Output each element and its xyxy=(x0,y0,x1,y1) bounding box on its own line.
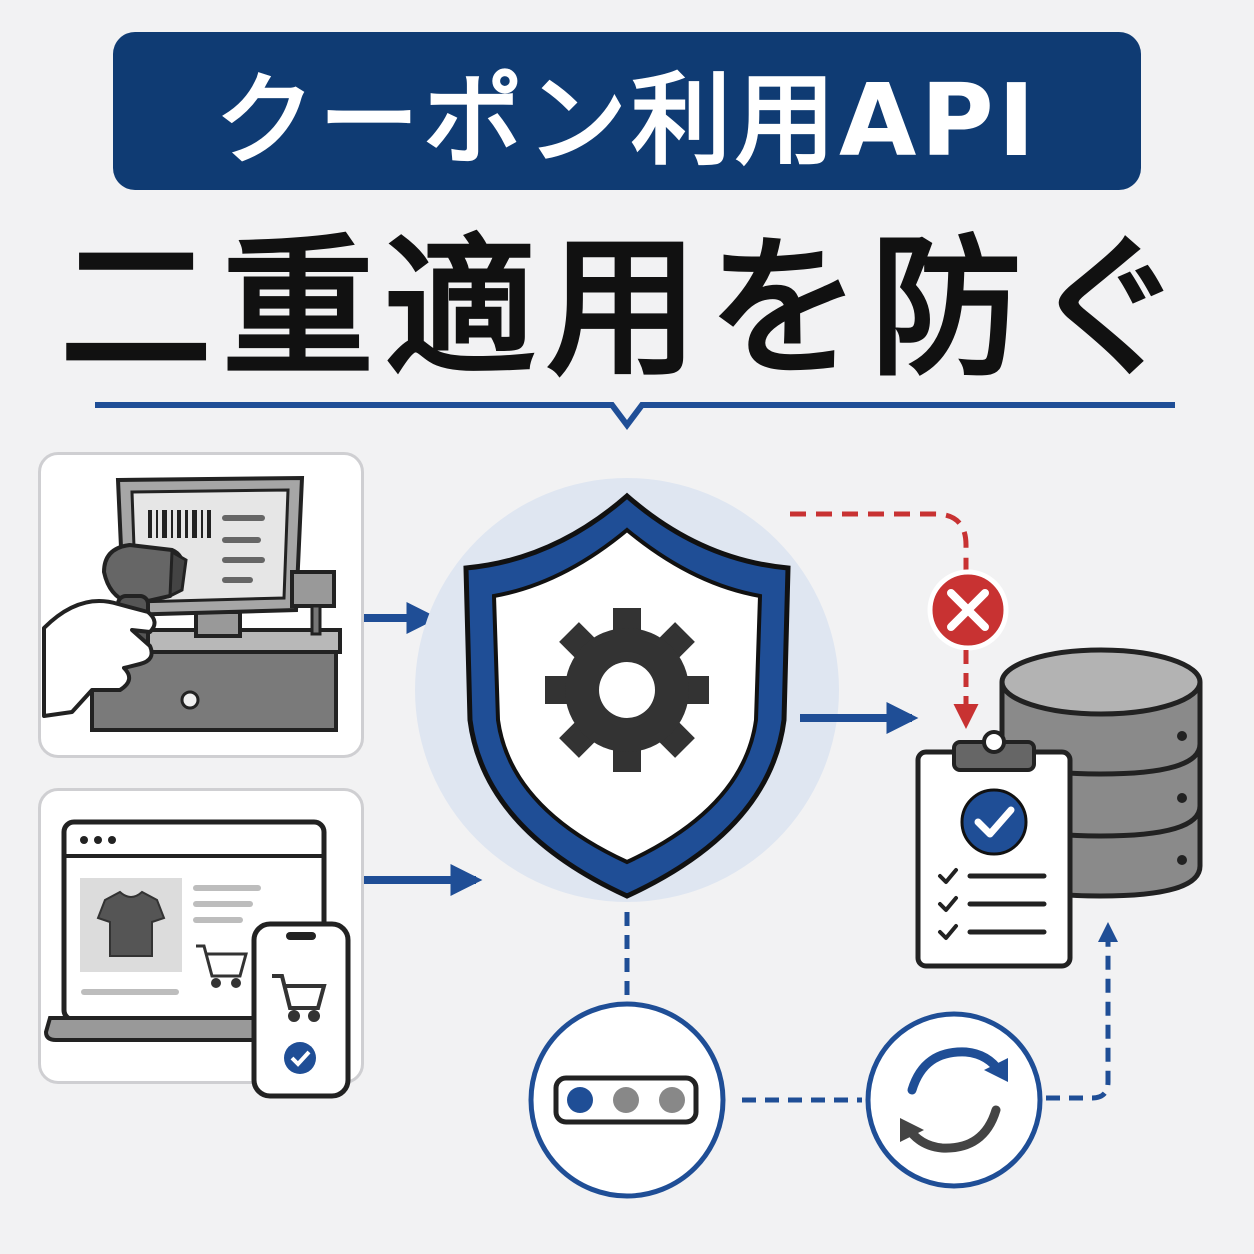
tshirt-icon xyxy=(96,890,166,957)
clipboard-checklist-icon xyxy=(915,730,1073,969)
progress-dots-icon xyxy=(528,1001,726,1199)
gear-icon xyxy=(545,608,709,772)
check-circle-icon-phone xyxy=(284,1042,316,1074)
rejected-duplicate-path xyxy=(790,511,969,582)
sync-to-database-link xyxy=(1046,922,1118,1101)
hand-icon xyxy=(42,599,157,718)
cart-icon-phone xyxy=(272,974,327,1022)
shield-gear-icon xyxy=(463,492,791,899)
headline-underline xyxy=(95,402,1175,430)
title-text: クーポン利用API xyxy=(215,61,1039,179)
check-circle-icon-record xyxy=(960,788,1028,856)
title-banner: クーポン利用API xyxy=(113,32,1141,190)
refresh-icon xyxy=(865,1011,1043,1189)
cross-circle-icon xyxy=(927,569,1009,651)
smartphone-icon xyxy=(251,921,351,1099)
pos-register-icon xyxy=(42,475,342,732)
cart-icon-laptop xyxy=(196,944,248,988)
headline: 二重適用を防ぐ xyxy=(60,220,1194,397)
barcode-icon xyxy=(148,510,211,538)
